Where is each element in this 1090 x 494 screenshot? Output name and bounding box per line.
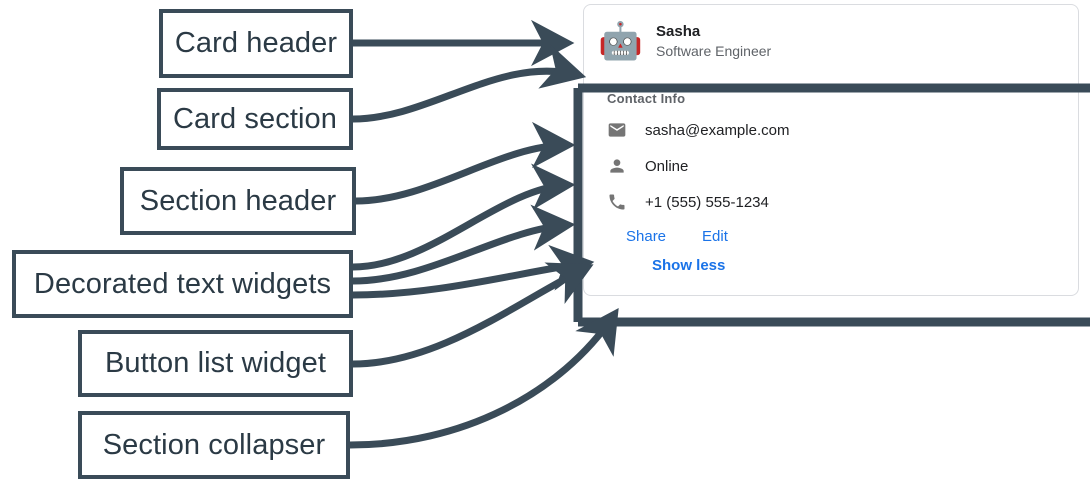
email-icon <box>607 120 627 140</box>
decorated-text-widget-email: sasha@example.com <box>607 120 1062 140</box>
email-value: sasha@example.com <box>645 121 790 139</box>
section-header: Contact Info <box>607 91 686 106</box>
show-less-button[interactable]: Show less <box>652 257 726 274</box>
decorated-text-widget-status: Online <box>607 156 1062 176</box>
card-header-subtitle: Software Engineer <box>656 43 772 59</box>
card-section: Contact Info sasha@example.com Online +1… <box>584 75 1078 295</box>
annotation-label-decorated-text-widgets: Decorated text widgets <box>12 250 353 318</box>
section-collapser: Show less <box>652 257 1062 275</box>
arrow-card-section <box>352 43 587 123</box>
arrow-section-collapser <box>349 308 619 449</box>
share-button[interactable]: Share <box>626 228 667 245</box>
card-header-text: Sasha Software Engineer <box>656 23 771 59</box>
card-header: 🤖 Sasha Software Engineer <box>584 5 1078 75</box>
arrow-dtw-2 <box>352 204 576 285</box>
phone-icon <box>607 192 627 212</box>
annotation-label-section-collapser: Section collapser <box>78 411 350 479</box>
annotation-label-card-section: Card section <box>157 88 353 150</box>
annotation-label-card-header: Card header <box>159 9 353 78</box>
decorated-text-widget-phone: +1 (555) 555-1234 <box>607 192 1062 212</box>
annotation-label-section-header: Section header <box>120 167 356 235</box>
arrow-dtw-1 <box>352 163 576 271</box>
button-list-widget: Share Edit <box>626 228 1062 245</box>
arrow-dtw-3 <box>352 244 595 299</box>
arrow-section-header <box>355 121 576 205</box>
arrow-button-list <box>352 262 594 368</box>
status-value: Online <box>645 157 689 175</box>
person-icon <box>607 156 627 176</box>
phone-value: +1 (555) 555-1234 <box>645 193 769 211</box>
edit-button[interactable]: Edit <box>702 228 728 245</box>
card-header-title: Sasha <box>656 23 701 40</box>
profile-card: 🤖 Sasha Software Engineer Contact Info s… <box>583 4 1079 296</box>
annotation-label-button-list-widget: Button list widget <box>78 330 353 397</box>
avatar: 🤖 <box>598 20 643 61</box>
